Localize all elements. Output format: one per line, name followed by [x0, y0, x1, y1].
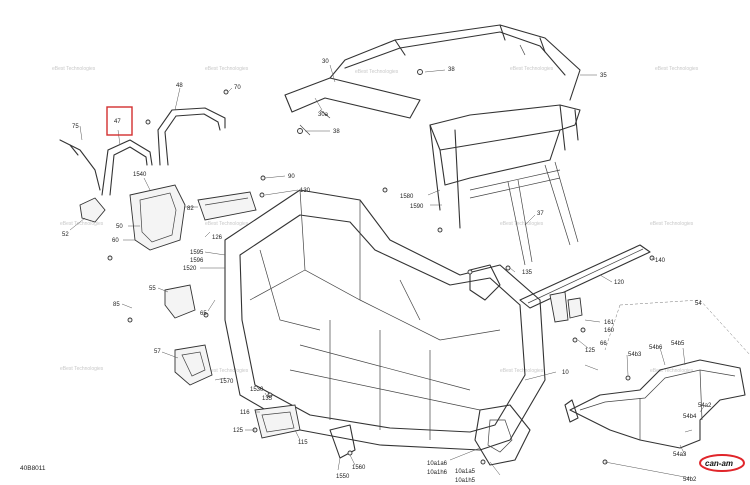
- watermark: eBest Technologies: [205, 368, 249, 374]
- callout-60[interactable]: 60: [112, 238, 119, 244]
- callout-54b3[interactable]: 54b3: [628, 352, 642, 358]
- callout-54b6[interactable]: 54b6: [649, 345, 663, 351]
- callout-47[interactable]: 47: [114, 119, 121, 125]
- callout-10a1h5[interactable]: 10a1h5: [455, 478, 476, 484]
- callout-1530[interactable]: 1530: [250, 387, 264, 393]
- callout-1540[interactable]: 1540: [133, 172, 147, 178]
- callout-125[interactable]: 125: [233, 428, 244, 434]
- brand-logo: can-am: [699, 454, 745, 472]
- callout-10[interactable]: 10: [562, 370, 569, 376]
- callout-65[interactable]: 65: [200, 311, 207, 317]
- callout-38[interactable]: 38: [333, 129, 340, 135]
- leader-lines: [69, 64, 706, 479]
- callout-82[interactable]: 82: [187, 206, 194, 212]
- main-frame: [224, 189, 546, 466]
- callout-30[interactable]: 30: [322, 59, 329, 65]
- callout-52[interactable]: 52: [62, 232, 69, 238]
- callout-54b2[interactable]: 54b2: [683, 477, 697, 483]
- callout-90[interactable]: 90: [288, 174, 295, 180]
- callout-140[interactable]: 140: [655, 258, 666, 264]
- grab-handles: [59, 107, 226, 196]
- callout-1520[interactable]: 1520: [183, 266, 197, 272]
- callout-116[interactable]: 116: [240, 410, 250, 416]
- right-components: [519, 244, 651, 323]
- front-bumper: [564, 299, 750, 449]
- callout-35[interactable]: 35: [600, 73, 607, 79]
- callout-161[interactable]: 161: [604, 320, 615, 326]
- callout-54a3[interactable]: 54a3: [673, 452, 687, 458]
- watermarks: eBest Technologies eBest Technologies eB…: [52, 66, 699, 374]
- callout-1550[interactable]: 1550: [336, 474, 350, 480]
- callout-54a2[interactable]: 54a2: [698, 403, 712, 409]
- watermark: eBest Technologies: [52, 66, 96, 72]
- callout-30a[interactable]: 30a: [318, 112, 329, 118]
- callout-75[interactable]: 75: [72, 124, 79, 130]
- callout-70[interactable]: 70: [234, 85, 241, 91]
- callout-1580[interactable]: 1580: [400, 194, 414, 200]
- callout-48[interactable]: 48: [176, 83, 183, 89]
- highlight-box-47: [106, 106, 133, 136]
- callout-135[interactable]: 135: [262, 396, 273, 402]
- callout-10a1h6[interactable]: 10a1h6: [427, 470, 448, 476]
- callout-57[interactable]: 57: [154, 349, 161, 355]
- watermark: eBest Technologies: [60, 221, 104, 227]
- callout-1560[interactable]: 1560: [352, 465, 366, 471]
- callout-37[interactable]: 37: [537, 211, 544, 217]
- callout-54b4[interactable]: 54b4: [683, 414, 697, 420]
- watermark: eBest Technologies: [655, 66, 699, 72]
- watermark: eBest Technologies: [205, 66, 249, 72]
- callout-1595[interactable]: 1595: [190, 250, 204, 256]
- callout-160[interactable]: 160: [604, 328, 615, 334]
- callout-labels: 30 30a 38 38 35 47 48 70 75 52 1540 90 1…: [62, 59, 712, 484]
- callout-115[interactable]: 115: [298, 440, 308, 446]
- callout-10a1a6[interactable]: 10a1a6: [427, 461, 448, 467]
- roof-cage: [284, 24, 581, 266]
- callout-50[interactable]: 50: [116, 224, 123, 230]
- logo-ellipse: [699, 454, 745, 472]
- callout-66[interactable]: 66: [600, 341, 607, 347]
- callout-54[interactable]: 54: [695, 301, 702, 307]
- callout-10a1a5[interactable]: 10a1a5: [455, 469, 476, 475]
- callout-38[interactable]: 38: [448, 67, 455, 73]
- callout-120[interactable]: 120: [614, 280, 625, 286]
- watermark: eBest Technologies: [510, 66, 554, 72]
- callout-1570[interactable]: 1570: [220, 379, 234, 385]
- callout-1596[interactable]: 1596: [190, 258, 204, 264]
- callout-130[interactable]: 130: [300, 188, 311, 194]
- watermark: eBest Technologies: [500, 221, 544, 227]
- callout-85[interactable]: 85: [113, 302, 120, 308]
- watermark: eBest Technologies: [60, 366, 104, 372]
- logo-text: can-am: [705, 459, 733, 468]
- callout-54b5[interactable]: 54b5: [671, 341, 685, 347]
- callout-126[interactable]: 126: [212, 235, 223, 241]
- callout-1590[interactable]: 1590: [410, 204, 424, 210]
- figure-code: 40B8011: [20, 465, 46, 472]
- watermark: eBest Technologies: [355, 69, 399, 75]
- callout-125[interactable]: 125: [585, 348, 596, 354]
- callout-55[interactable]: 55: [149, 286, 156, 292]
- watermark: eBest Technologies: [650, 221, 694, 227]
- watermark: eBest Technologies: [205, 221, 249, 227]
- watermark: eBest Technologies: [500, 368, 544, 374]
- callout-135[interactable]: 135: [522, 270, 533, 276]
- watermark: eBest Technologies: [650, 368, 694, 374]
